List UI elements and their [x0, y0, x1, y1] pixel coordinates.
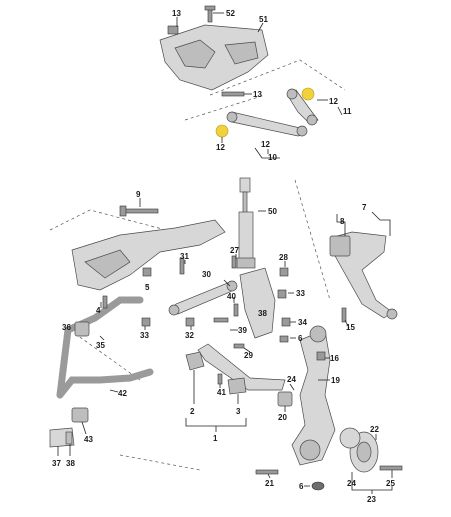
- label-34: 34: [298, 318, 307, 327]
- label-4: 4: [96, 306, 101, 315]
- label-27: 27: [230, 246, 239, 255]
- label-5: 5: [145, 283, 150, 292]
- label-29: 29: [244, 351, 253, 360]
- upper-arm-10: [226, 111, 308, 137]
- bolt-21: [255, 469, 279, 475]
- small-hardware: [102, 255, 347, 385]
- bush-43: [71, 407, 89, 423]
- bolt-52: [204, 5, 216, 23]
- bolt-9: [119, 205, 159, 217]
- label-43: 43: [84, 435, 93, 444]
- shock-absorber: [236, 177, 256, 269]
- label-7: 7: [362, 203, 367, 212]
- label-32: 32: [185, 331, 194, 340]
- label-23: 23: [367, 495, 376, 504]
- label-10: 10: [268, 153, 277, 162]
- nut-13-top: [167, 25, 179, 35]
- label-30: 30: [202, 270, 211, 279]
- bolt-25: [379, 465, 403, 471]
- leader-lines: [57, 12, 393, 494]
- label-36: 36: [62, 323, 71, 332]
- label-2: 2: [190, 407, 195, 416]
- label-12-mid: 12: [261, 140, 270, 149]
- label-25: 25: [386, 479, 395, 488]
- label-22: 22: [370, 425, 379, 434]
- label-39: 39: [238, 326, 247, 335]
- label-16: 16: [330, 354, 339, 363]
- label-24-bottom: 24: [347, 479, 356, 488]
- label-11: 11: [343, 107, 352, 116]
- part-labels: 13 52 51 13 12 11 12 12 10 50 9 8 7 27 2…: [52, 9, 395, 504]
- label-41: 41: [217, 388, 226, 397]
- label-52: 52: [226, 9, 235, 18]
- label-12-right: 12: [329, 97, 338, 106]
- label-6-bottom: 6: [299, 482, 304, 491]
- subframe-part: [159, 24, 269, 91]
- wheel-bearing-housing: [291, 325, 336, 466]
- label-12-left: 12: [216, 143, 225, 152]
- label-40: 40: [227, 292, 236, 301]
- bracket-38: [239, 267, 276, 339]
- clip-38: [65, 431, 73, 445]
- label-9: 9: [136, 190, 141, 199]
- label-35: 35: [96, 341, 105, 350]
- ball-joint-20: [277, 391, 293, 407]
- stabilizer-bar: [56, 296, 154, 399]
- label-6-top: 6: [298, 334, 303, 343]
- label-31: 31: [180, 252, 189, 261]
- label-24-mid: 24: [287, 375, 296, 384]
- label-21: 21: [265, 479, 274, 488]
- wheel-hub: [339, 427, 379, 473]
- label-28: 28: [279, 253, 288, 262]
- label-50: 50: [268, 207, 277, 216]
- label-13-mid: 13: [253, 90, 262, 99]
- subframe-left: [71, 219, 226, 291]
- label-38-bottom: 38: [66, 459, 75, 468]
- guide-lines: [49, 59, 346, 471]
- label-15: 15: [346, 323, 355, 332]
- label-1: 1: [213, 434, 218, 443]
- label-20: 20: [278, 413, 287, 422]
- bolt-13-mid: [221, 91, 245, 97]
- lower-arm-1: [185, 343, 286, 395]
- label-51: 51: [259, 15, 268, 24]
- nut-6: [311, 481, 325, 491]
- label-8: 8: [340, 217, 345, 226]
- label-3: 3: [236, 407, 241, 416]
- label-38: 38: [258, 309, 267, 318]
- upper-arm-11: [286, 88, 319, 126]
- label-33-right: 33: [296, 289, 305, 298]
- label-33-left: 33: [140, 331, 149, 340]
- label-42: 42: [118, 389, 127, 398]
- label-37: 37: [52, 459, 61, 468]
- wishbone-7: [329, 231, 398, 320]
- stabilizer-link-30: [168, 280, 238, 316]
- label-19: 19: [331, 376, 340, 385]
- bush-36: [74, 321, 90, 337]
- label-13-top: 13: [172, 9, 181, 18]
